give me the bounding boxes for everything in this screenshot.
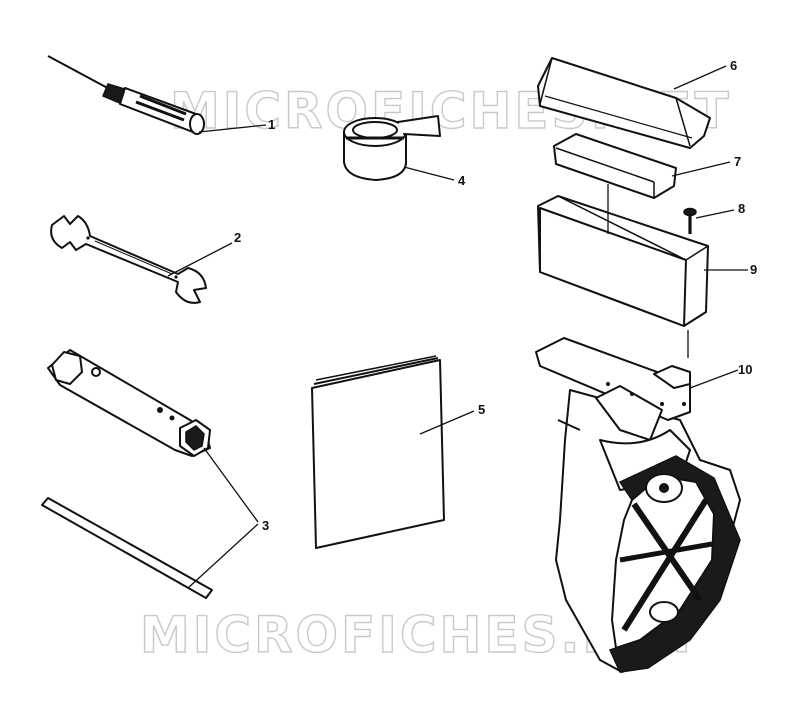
callout-6: 6	[730, 58, 737, 73]
leader-7	[671, 161, 731, 177]
bolt-part	[683, 207, 697, 234]
callout-10: 10	[738, 362, 752, 377]
callout-4: 4	[458, 173, 466, 188]
tape-roll-part	[343, 115, 441, 181]
callout-1: 1	[268, 117, 275, 132]
callout-9: 9	[750, 262, 757, 277]
leader-6	[673, 65, 727, 90]
leader-4	[403, 166, 455, 181]
callout-8: 8	[738, 201, 745, 216]
callout-5: 5	[478, 402, 485, 417]
leader-3a	[203, 447, 259, 523]
leader-lines	[167, 65, 748, 589]
battery-lid-part	[537, 57, 711, 149]
callout-3: 3	[262, 518, 269, 533]
leader-10	[689, 369, 739, 389]
manual-part	[311, 355, 445, 549]
leader-5	[419, 410, 475, 435]
callout-labels: 1 2 3 4 5 6 7 8 9 10	[234, 58, 757, 533]
fan-housing-part	[535, 337, 741, 673]
leader-2	[167, 242, 233, 277]
leader-8	[695, 209, 735, 219]
callout-7: 7	[734, 154, 741, 169]
rod-part	[41, 497, 213, 599]
screwdriver-part	[47, 55, 205, 135]
callout-2: 2	[234, 230, 241, 245]
leader-1	[198, 124, 267, 133]
wrench-part	[50, 215, 207, 304]
leader-3b	[187, 523, 259, 589]
battery-box-part	[537, 184, 709, 358]
tube-wrench-part	[47, 349, 211, 457]
foam-pad-part	[553, 133, 677, 199]
